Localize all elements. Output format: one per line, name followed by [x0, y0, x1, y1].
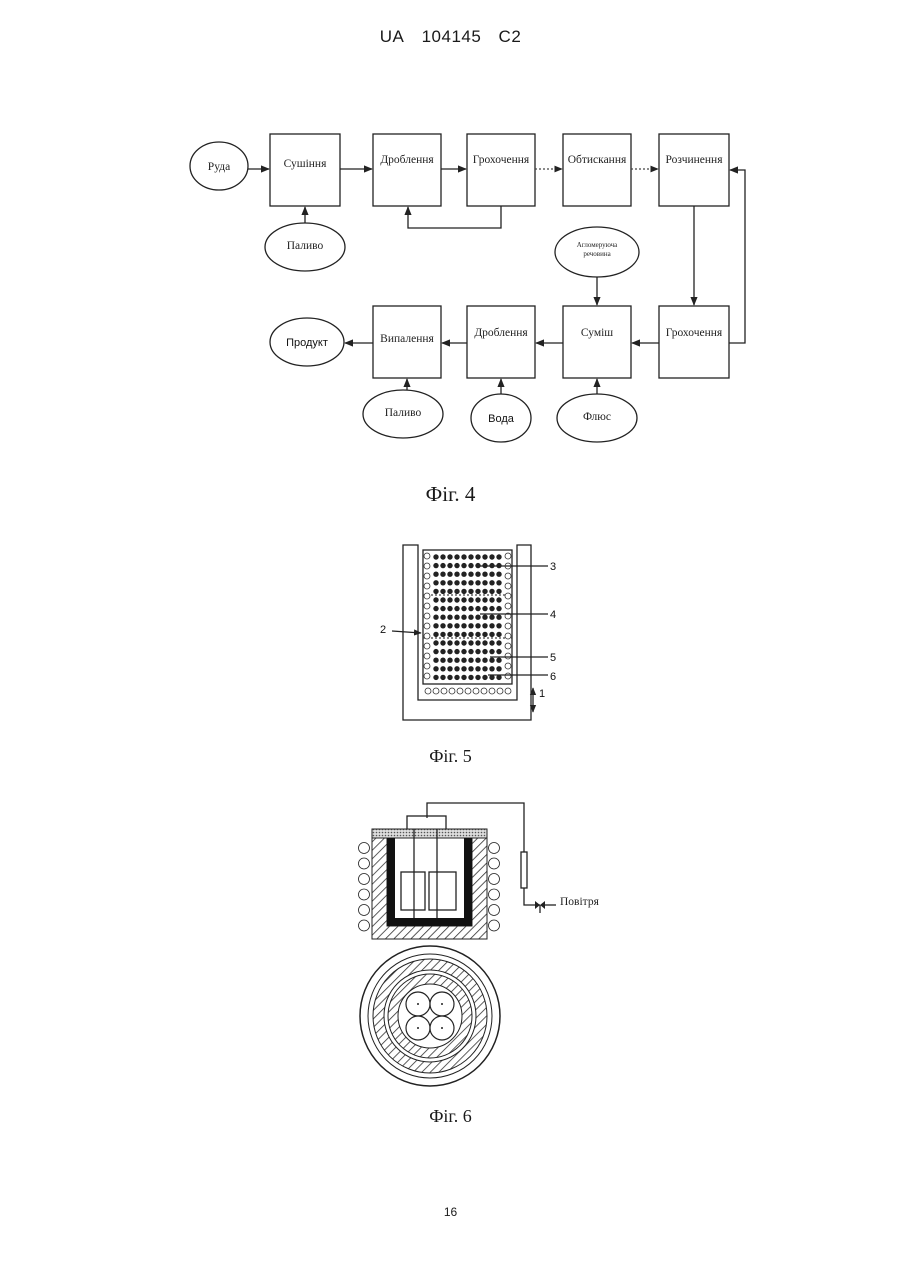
- page-number: 16: [0, 1205, 901, 1219]
- figure-6-drawing: Повітря: [0, 0, 901, 1100]
- figure-6-caption: Фіг. 6: [0, 1106, 901, 1127]
- furnace-plan-view: [360, 946, 500, 1086]
- air-valve-icon: [535, 901, 545, 913]
- air-label: Повітря: [560, 896, 600, 908]
